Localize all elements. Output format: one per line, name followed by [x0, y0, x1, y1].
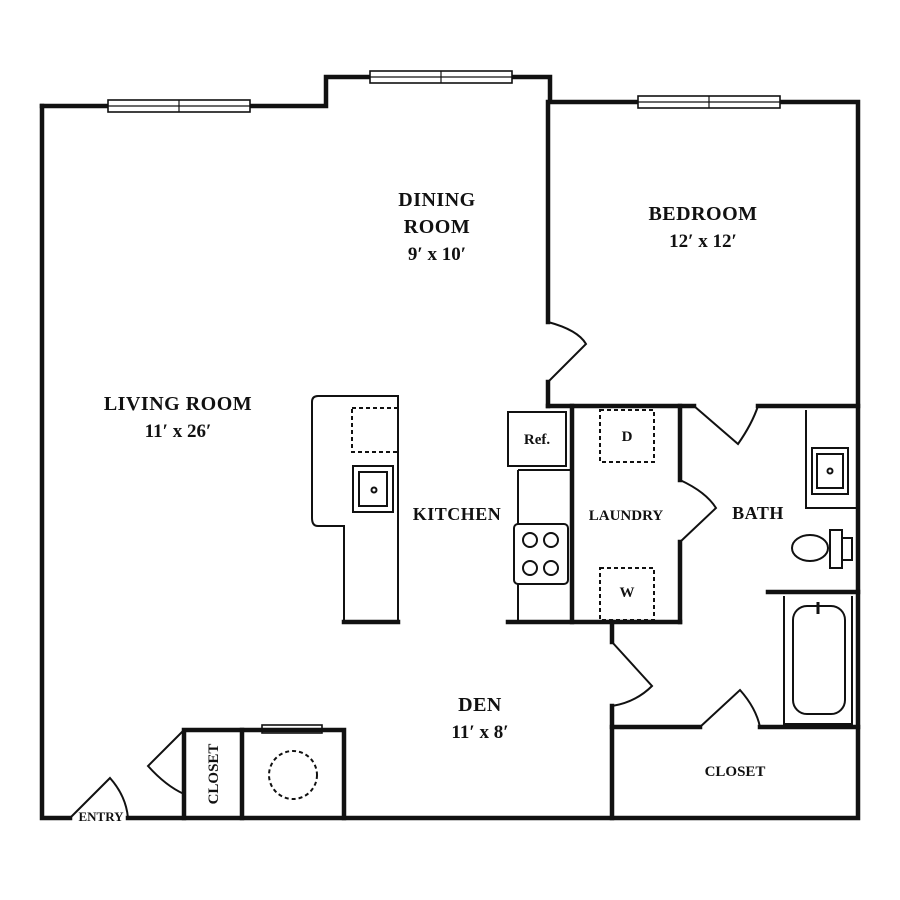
- entry-label: ENTRY: [78, 809, 124, 824]
- exterior-walls: [39, 74, 861, 821]
- island-seat-outline: [351, 407, 399, 453]
- interior-walls: [181, 99, 861, 821]
- washer: [599, 567, 655, 621]
- range-stove: [513, 523, 569, 585]
- bedroom-dimensions: 12′ x 12′: [669, 231, 737, 252]
- doors: [69, 321, 761, 819]
- bathtub: [783, 596, 853, 725]
- bath-label: BATH: [732, 503, 784, 523]
- dining-room-label: DINING: [398, 189, 475, 211]
- living-room-dimensions: 11′ x 26′: [145, 421, 212, 442]
- den-dimensions: 11′ x 8′: [451, 722, 508, 743]
- kitchen-island: [311, 395, 399, 622]
- closet-label-right: CLOSET: [705, 764, 766, 780]
- water-heater: [268, 750, 318, 800]
- dryer-label: D: [622, 429, 633, 445]
- toilet: [791, 529, 853, 569]
- bedroom-label: BEDROOM: [648, 203, 757, 225]
- kitchen-counter: [507, 411, 572, 622]
- living-room-label: LIVING ROOM: [104, 393, 252, 415]
- room-labels: DINING ROOM 9′ x 10′ BEDROOM 12′ x 12′ L…: [78, 189, 783, 824]
- dining-room-dimensions: 9′ x 10′: [408, 244, 466, 265]
- window-bedroom: [637, 95, 781, 109]
- dryer: [599, 409, 655, 463]
- bath-fixtures: [783, 410, 858, 725]
- laundry-appliances: [599, 409, 655, 621]
- den-label: DEN: [458, 694, 502, 716]
- kitchen-label: KITCHEN: [413, 504, 502, 524]
- window-living-room: [107, 99, 251, 113]
- window-dining-room: [369, 70, 513, 84]
- refrigerator: [507, 411, 567, 467]
- laundry-label: LAUNDRY: [589, 508, 664, 524]
- windows: [107, 70, 781, 734]
- refrigerator-label: Ref.: [524, 432, 550, 448]
- dining-room-label-2: ROOM: [404, 216, 470, 238]
- closet-label-left: CLOSET: [206, 744, 222, 805]
- washer-label: W: [620, 585, 635, 601]
